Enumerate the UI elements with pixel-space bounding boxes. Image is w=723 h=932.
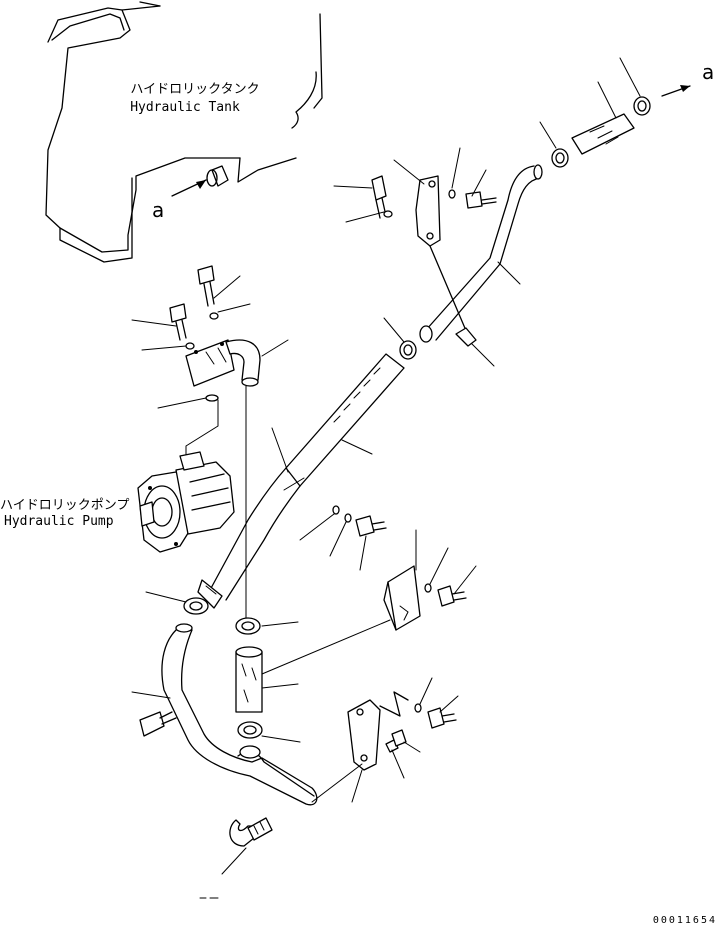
tank-port-fitting [171,165,229,197]
left-elbow-fitting [139,711,177,737]
upper-pipe [419,164,543,343]
o-ring [157,394,219,461]
top-hose-assembly [551,85,691,168]
document-number: 00011654 [652,915,717,926]
hydraulic-pump-label-jp: ハイドロリックポンプ [0,498,130,513]
right-bracket-lower [311,677,459,803]
hydraulic-pump [137,451,235,553]
lower-hose-assembly [235,617,301,743]
upper-bracket [333,147,497,341]
hydraulic-tank-label-jp: ハイドロリックタンク [130,82,260,97]
lower-pipe [131,623,318,806]
callout-a-tank: a [152,198,165,222]
left-clamp [145,591,209,615]
hydraulic-tank [45,1,323,263]
mid-clamp [383,317,417,360]
long-hose [197,353,405,609]
hydraulic-pump-label-en: Hydraulic Pump [4,514,114,529]
hose-bolt-set [299,505,387,571]
bottom-hook-fitting [221,817,273,875]
pump-elbow-flange [185,339,289,387]
flange-bolts [131,265,251,351]
mid-fitting [455,327,495,367]
hydraulic-tank-label-en: Hydraulic Tank [130,100,240,115]
right-bracket-upper [261,529,477,675]
callout-a-outlet: a [702,60,715,84]
